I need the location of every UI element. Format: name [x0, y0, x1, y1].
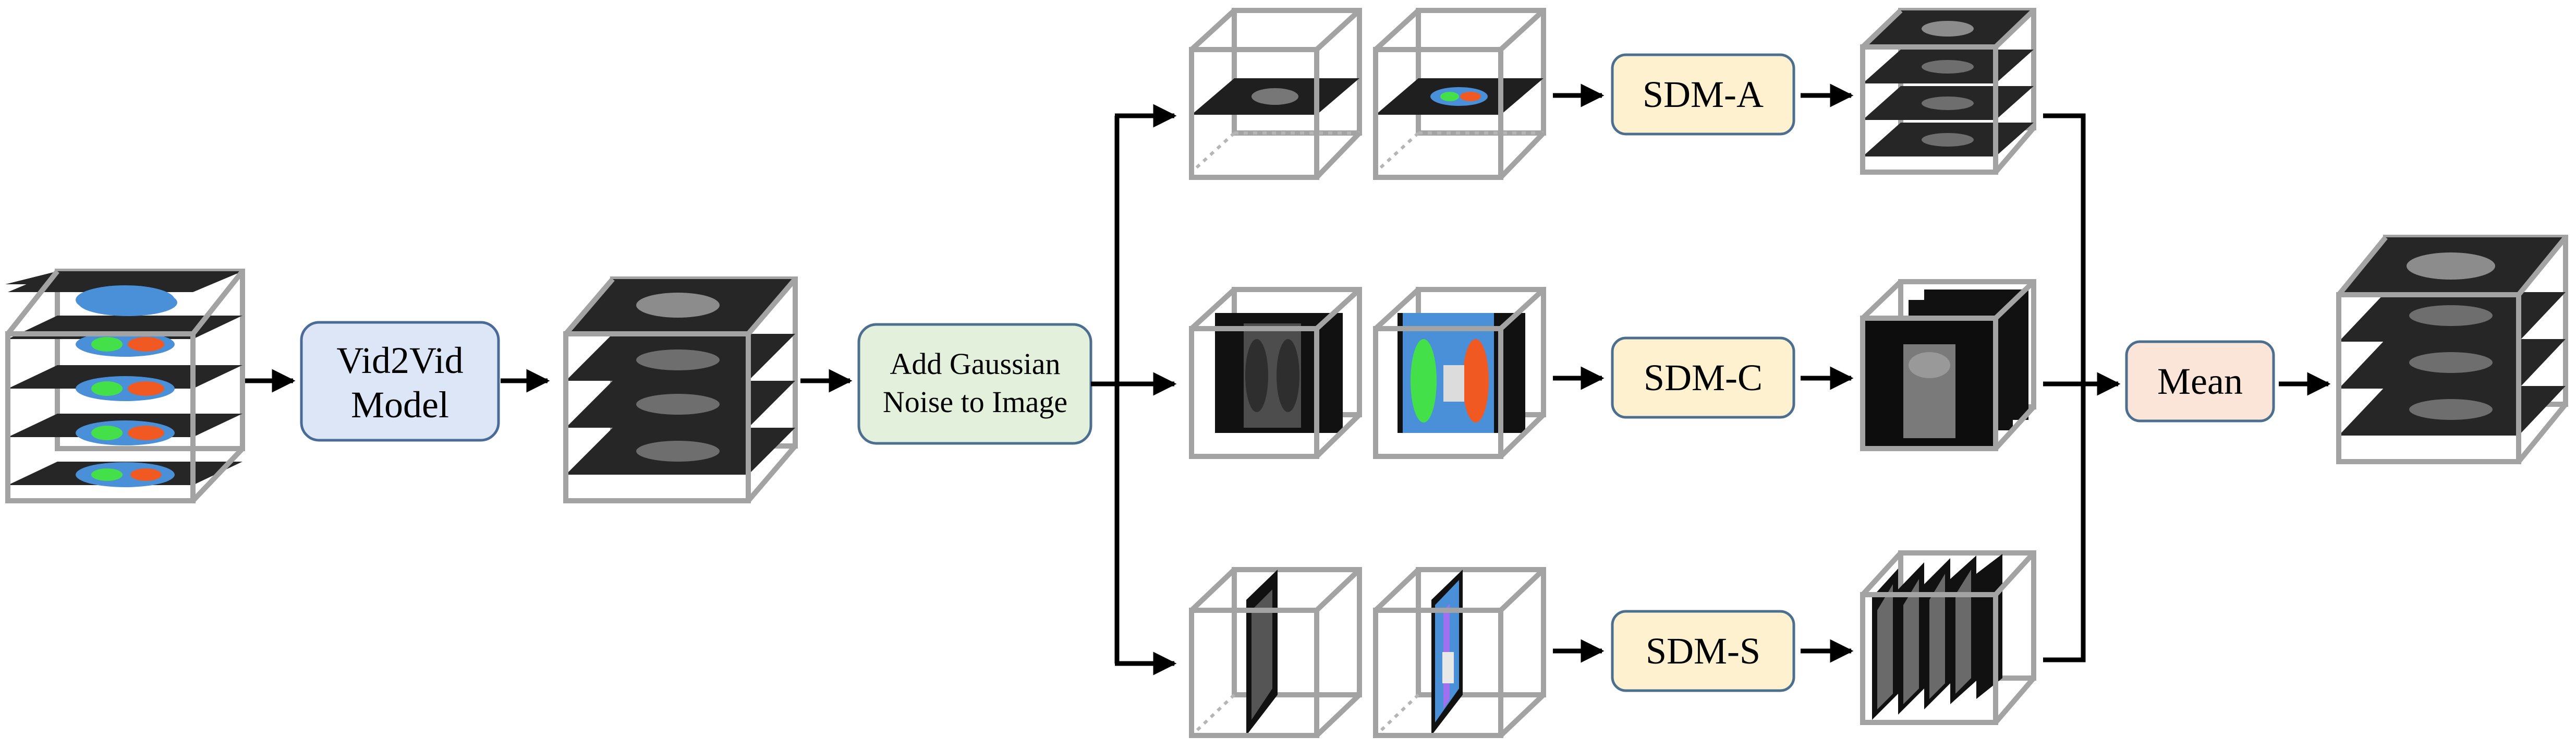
branch-connector [1091, 116, 1120, 663]
sdm-s-box: SDM-S [1611, 610, 1795, 692]
final-output-volume-icon [2336, 235, 2568, 464]
mean-box: Mean [2125, 340, 2275, 423]
sdm-c-output-volume-icon [1860, 279, 2036, 451]
mean-label: Mean [2157, 360, 2243, 402]
merge-connector [2043, 113, 2086, 662]
sdm-a-label: SDM-A [1643, 74, 1764, 115]
vid2vid-model-box: Vid2Vid Model [300, 321, 500, 442]
coronal-ct-slice-cube-icon [1189, 287, 1362, 459]
axial-ct-slice-cube-icon [1189, 8, 1362, 180]
axial-mask-slice-cube-icon [1373, 8, 1546, 180]
sagittal-ct-slice-cube-icon [1189, 567, 1362, 738]
vid2vid-label-line2: Model [351, 384, 449, 426]
sdm-a-output-volume-icon [1860, 8, 2036, 175]
vid2vid-label-line1: Vid2Vid [336, 340, 463, 381]
sdm-a-box: SDM-A [1611, 53, 1795, 136]
coronal-mask-slice-cube-icon [1373, 287, 1546, 459]
vid2vid-output-volume-icon [563, 276, 798, 503]
sdm-s-label: SDM-S [1646, 630, 1760, 672]
sdm-c-box: SDM-C [1611, 336, 1795, 419]
noise-label-line1: Add Gaussian [890, 347, 1060, 381]
noise-label-line2: Noise to Image [883, 385, 1067, 419]
sdm-c-label: SDM-C [1644, 357, 1763, 399]
sdm-s-output-volume-icon [1860, 550, 2036, 725]
sagittal-mask-slice-cube-icon [1373, 567, 1546, 738]
add-noise-box: Add Gaussian Noise to Image [857, 323, 1092, 445]
input-segmentation-volume-icon [5, 269, 245, 503]
